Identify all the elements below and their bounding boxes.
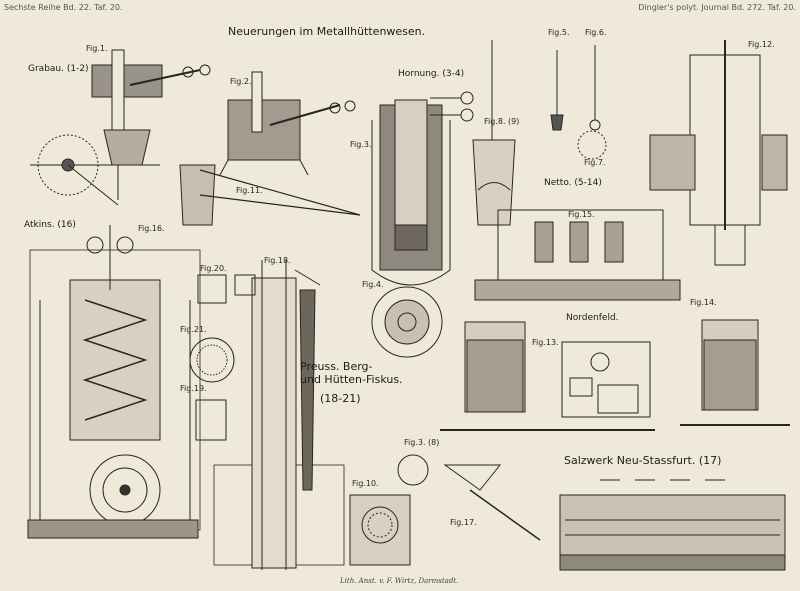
fig-label: Fig.3. (8) bbox=[404, 438, 440, 447]
fig-label: Fig.4. bbox=[362, 280, 384, 289]
fig-label: Fig.11. bbox=[236, 186, 263, 195]
group-preuss-line3: (18-21) bbox=[320, 392, 361, 405]
fig-label: Fig.17. bbox=[450, 518, 477, 527]
fig-label: Fig.10. bbox=[352, 479, 379, 488]
group-nordenfeld: Nordenfeld. bbox=[566, 313, 619, 323]
fig-label: Fig.2. bbox=[230, 77, 252, 86]
plate-title: Neuerungen im Metallhüttenwesen. bbox=[228, 25, 426, 38]
plate-series-header: Sechste Reihe Bd. 22. Taf. 20. bbox=[4, 3, 123, 12]
fig-label: Fig.19. bbox=[180, 384, 207, 393]
group-hornung: Hornung. (3-4) bbox=[398, 69, 465, 79]
group-atkins: Atkins. (16) bbox=[24, 220, 76, 230]
group-preuss-line2: und Hütten-Fiskus. bbox=[300, 373, 403, 386]
fig-label: Fig.20. bbox=[200, 264, 227, 273]
fig-label: Fig.5. bbox=[548, 28, 570, 37]
fig-label: Fig.7. bbox=[584, 158, 606, 167]
lithographer-credit: Lith. Anst. v. F. Wirtz, Darmstadt. bbox=[340, 577, 459, 585]
fig-label: Fig.15. bbox=[568, 210, 595, 219]
fig-label: Fig.18. bbox=[264, 256, 291, 265]
journal-header: Dingler's polyt. Journal Bd. 272. Taf. 2… bbox=[638, 3, 796, 12]
fig-label: Fig.6. bbox=[585, 28, 607, 37]
fig-label: Fig.16. bbox=[138, 224, 165, 233]
fig-label: Fig.13. bbox=[532, 338, 559, 347]
fig-label: Fig.21. bbox=[180, 325, 207, 334]
group-netto: Netto. (5-14) bbox=[544, 178, 602, 188]
group-preuss-line1: Preuss. Berg- bbox=[300, 360, 373, 373]
fig-label: Fig.8. (9) bbox=[484, 117, 520, 126]
fig-label: Fig.12. bbox=[748, 40, 775, 49]
fig-label: Fig.14. bbox=[690, 298, 717, 307]
fig-label: Fig.3. bbox=[350, 140, 372, 149]
fig-label: Fig.1. bbox=[86, 44, 108, 53]
group-grabau: Grabau. (1-2) bbox=[28, 64, 89, 74]
group-salzwerk: Salzwerk Neu-Stassfurt. (17) bbox=[564, 454, 722, 467]
